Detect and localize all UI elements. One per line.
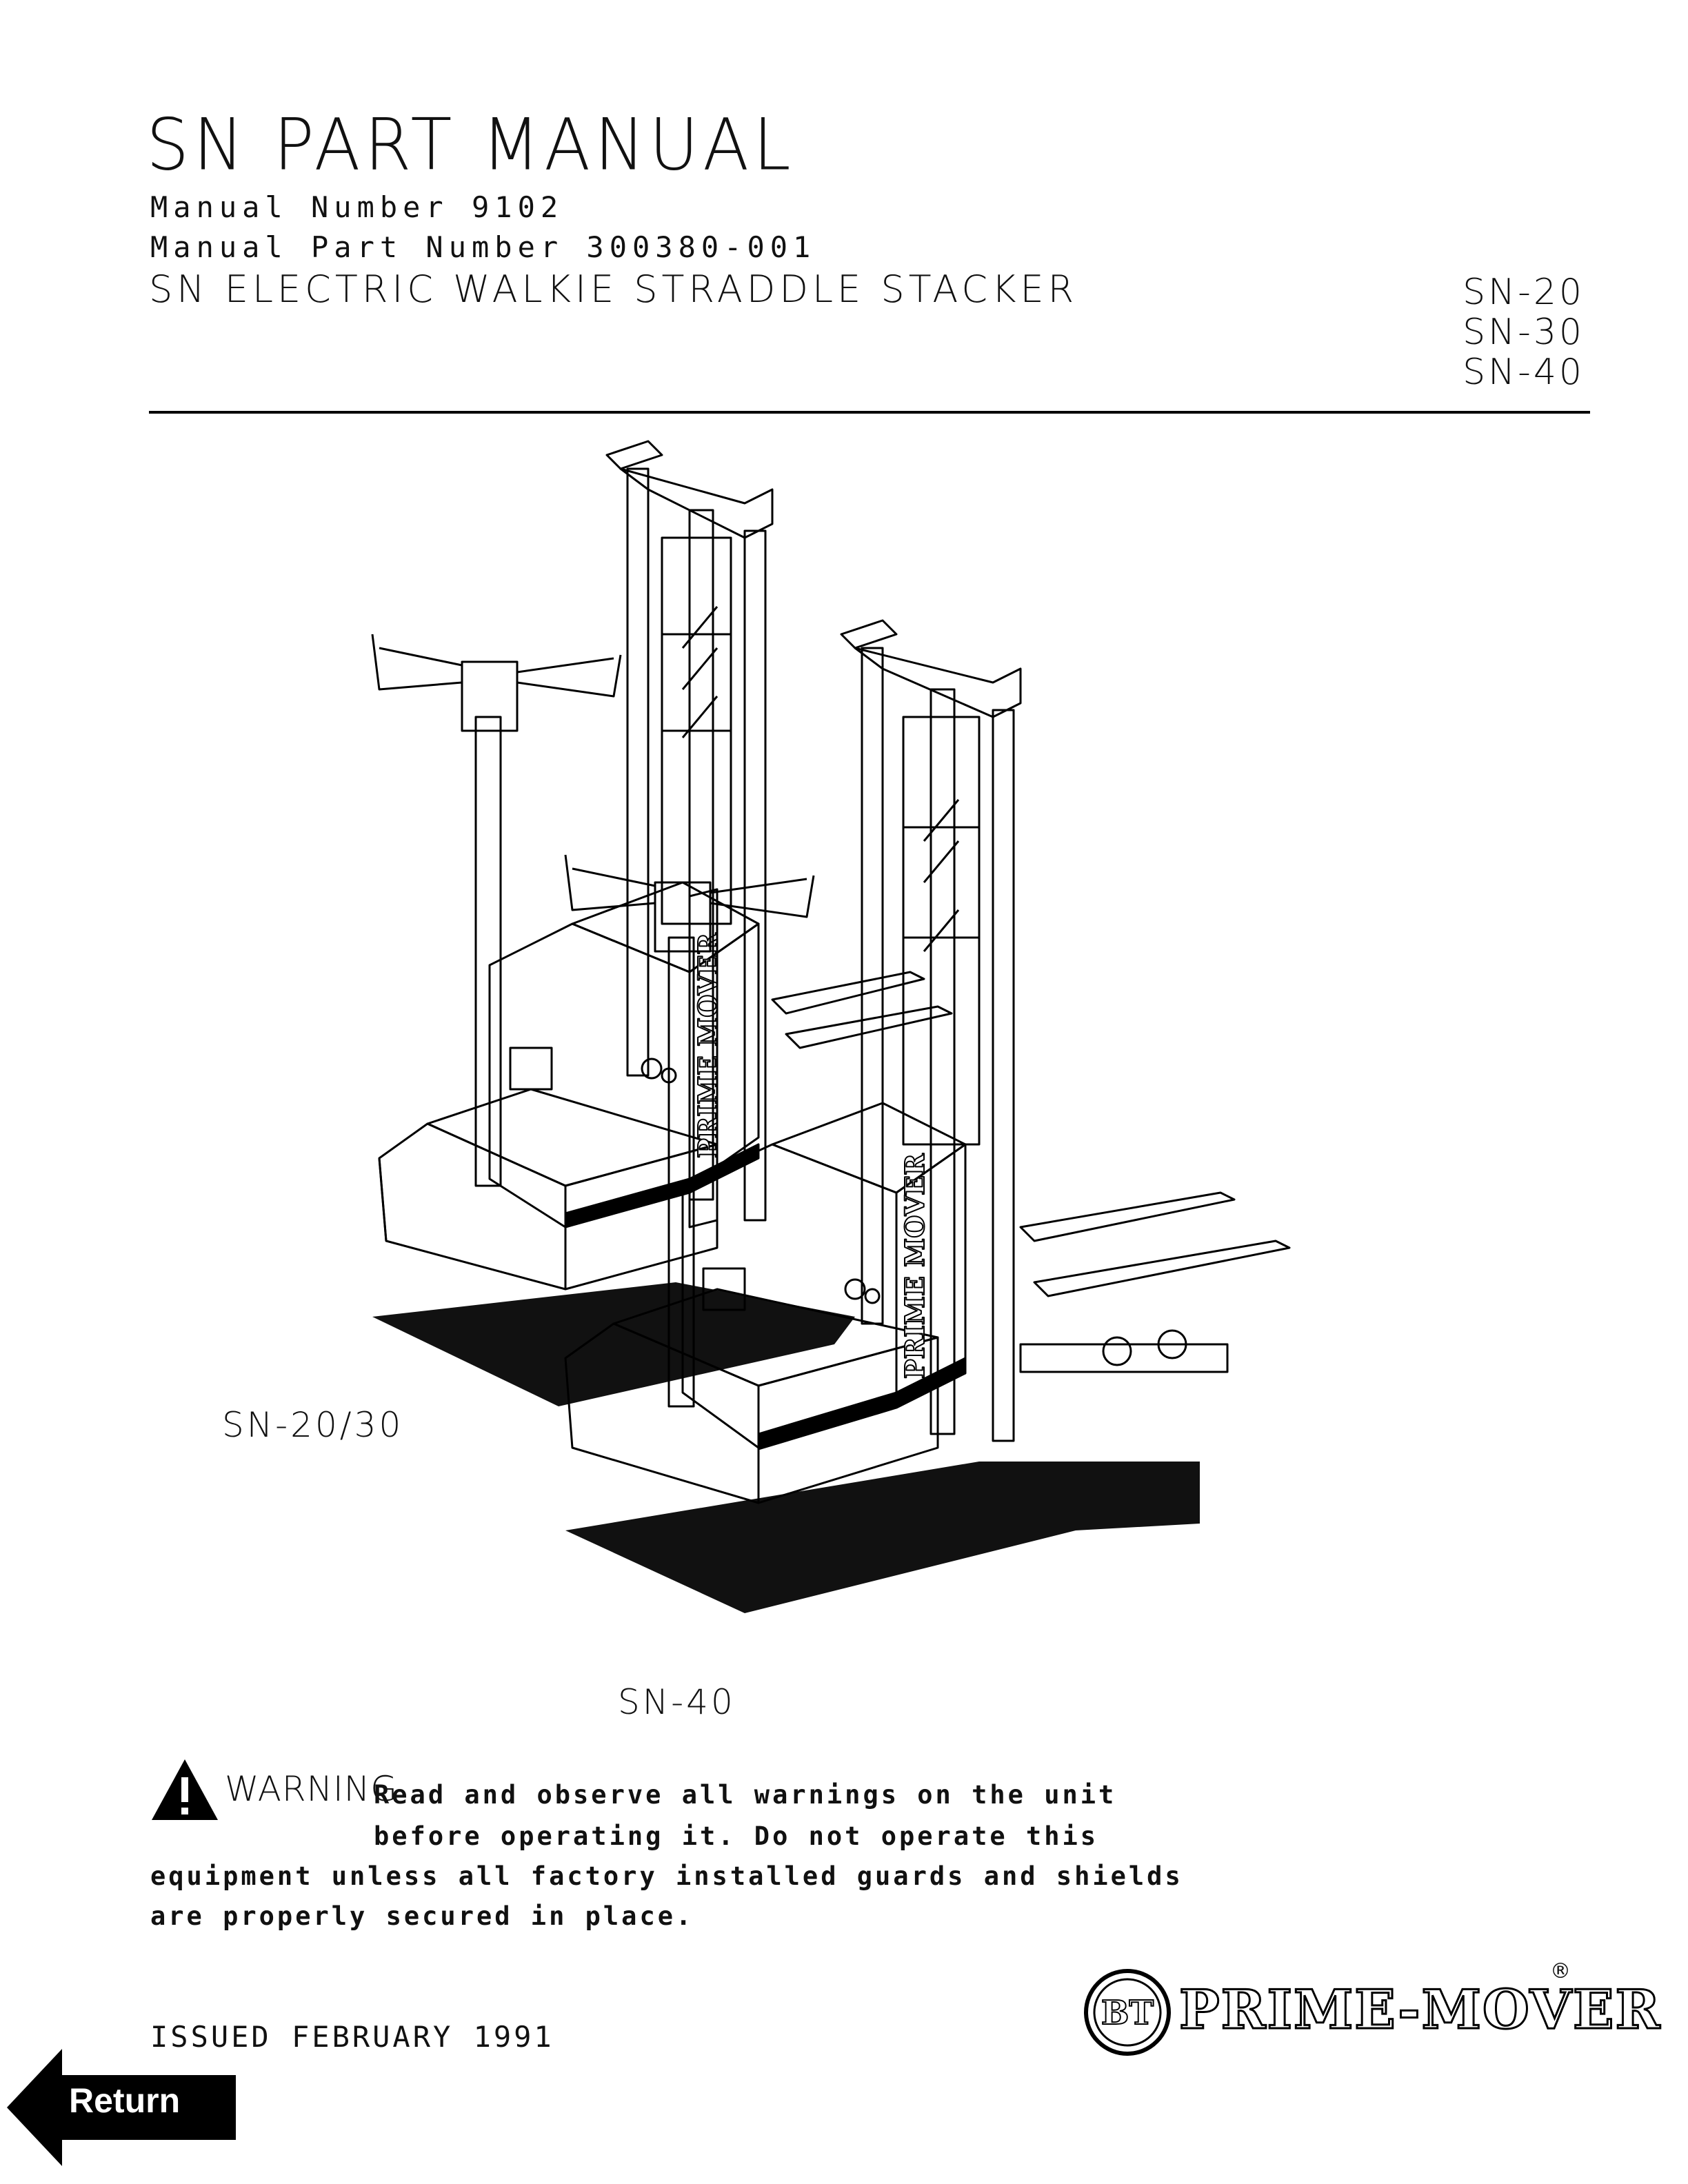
manual-part-number: Manual Part Number 300380-001 — [150, 230, 816, 264]
warning-text-line: equipment unless all factory installed g… — [150, 1861, 1183, 1891]
return-button[interactable] — [7, 2049, 236, 2166]
warning-icon — [152, 1759, 218, 1820]
model-label-sn20: SN-20 — [1463, 272, 1585, 313]
caption-sn40: SN-40 — [618, 1682, 736, 1722]
brand-name: PRIME-MOVER — [1178, 1978, 1662, 2043]
bt-logo: BT — [1084, 1969, 1171, 2056]
side-brand-rear: PRIME MOVER — [692, 933, 723, 1158]
page-title: SN PART MANUAL — [146, 103, 795, 187]
warning-text-line: are properly secured in place. — [150, 1901, 694, 1931]
header-divider — [149, 411, 1590, 414]
return-label[interactable]: Return — [69, 2081, 181, 2120]
side-brand-front: PRIME MOVER — [899, 1153, 930, 1379]
issue-date: ISSUED FEBRUARY 1991 — [150, 2020, 554, 2054]
stacker-sn40-drawing: PRIME MOVER — [564, 619, 1291, 1613]
manual-number: Manual Number 9102 — [150, 190, 564, 224]
model-label-sn40: SN-40 — [1463, 352, 1585, 393]
stacker-illustration: PRIME MOVER — [371, 440, 1291, 1613]
bt-logo-text: BT — [1101, 1994, 1154, 2032]
warning-label: WARNING — [225, 1769, 398, 1809]
model-label-sn30: SN-30 — [1463, 312, 1585, 353]
registered-mark: ® — [1550, 1959, 1571, 1983]
document-subtitle: SN ELECTRIC WALKIE STRADDLE STACKER — [149, 267, 1078, 311]
warning-text-line: before operating it. Do not operate this — [374, 1821, 1099, 1851]
caption-sn2030: SN-20/30 — [222, 1405, 404, 1445]
stacker-sn2030-drawing: PRIME MOVER — [371, 440, 953, 1406]
warning-text-line: Read and observe all warnings on the uni… — [374, 1780, 1117, 1810]
